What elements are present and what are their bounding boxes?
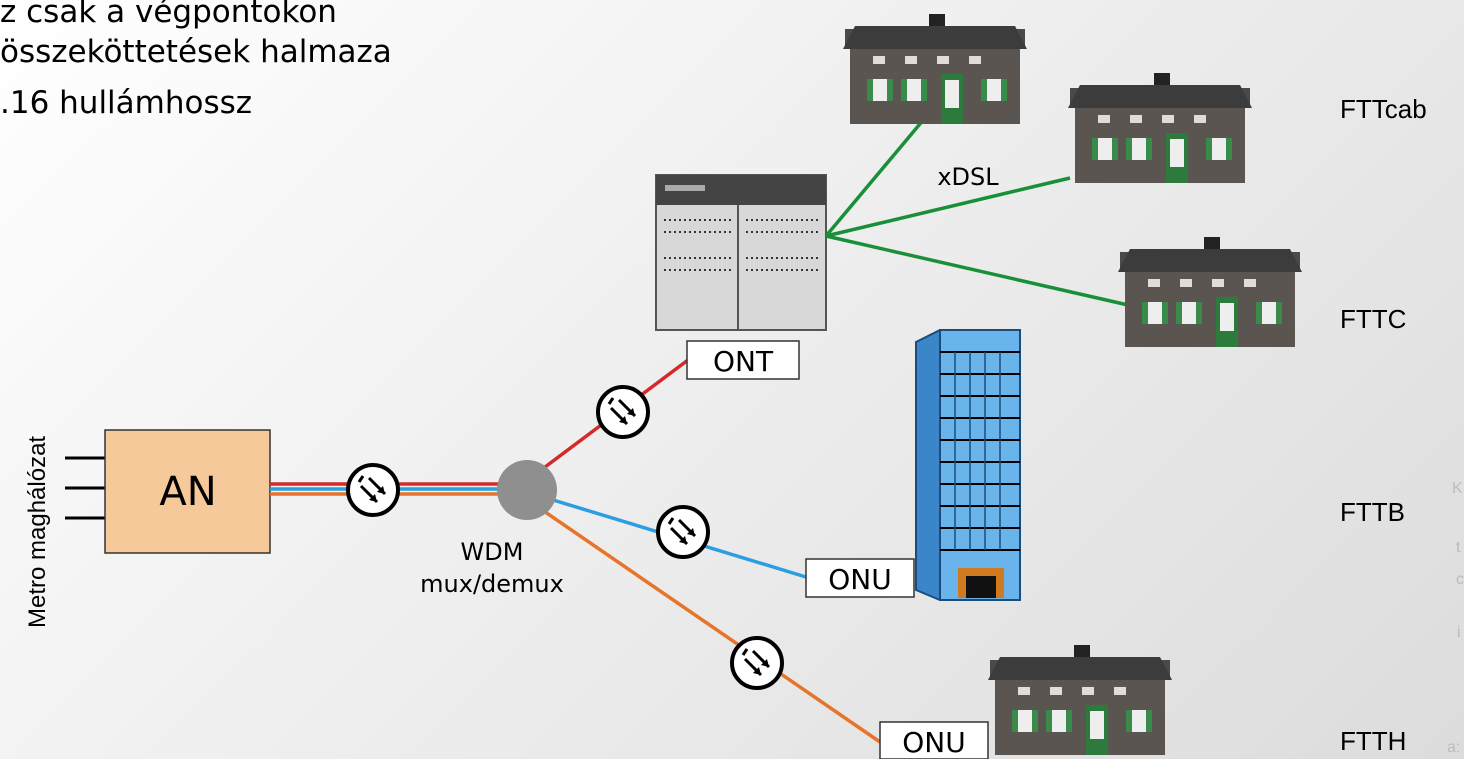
cabinet-icon (655, 174, 827, 331)
wdm-splitter-icon (497, 460, 557, 520)
ont-label: ONT (713, 345, 774, 378)
edge-fragment: K (1452, 480, 1463, 497)
edge-fragment: c (1456, 571, 1464, 588)
edge-fragment: i (1457, 624, 1461, 641)
office-building-icon (915, 329, 1021, 601)
copper-line (825, 176, 1071, 238)
onu-building-label: ONU (828, 563, 891, 596)
fiber-amplifier-icon (346, 463, 400, 517)
wdm-sub-label: mux/demux (420, 570, 564, 598)
onu-building-box (805, 558, 915, 598)
edge-fragment: a: (1447, 739, 1460, 756)
access-node-box (104, 429, 271, 554)
access-node-label: AN (159, 469, 216, 515)
house-icon (1118, 237, 1302, 347)
house-icon (843, 14, 1027, 124)
topology-ftth: FTTH (1340, 726, 1406, 756)
text-line-3: .16 hullámhossz (0, 85, 252, 121)
onu-home-label: ONU (902, 726, 965, 759)
ont-box (686, 340, 800, 380)
text-line-2: összeköttetések halmaza (0, 34, 392, 70)
fiber-amplifier-icon (596, 385, 650, 439)
fiber-amplifier-icon (656, 505, 710, 559)
house-icon (1068, 73, 1252, 183)
metro-network-label: Metro maghálózat (24, 436, 51, 628)
onu-home-box (879, 721, 989, 759)
topology-fttc: FTTC (1340, 304, 1406, 334)
topology-fttb: FTTB (1340, 497, 1405, 527)
copper-line (825, 234, 1129, 307)
text-line-1: z csak a végpontokon (0, 0, 337, 30)
fiber-amplifier-icon (730, 636, 784, 690)
house-icon (988, 645, 1172, 755)
fiber-to-home (534, 503, 881, 744)
edge-fragment: t (1456, 539, 1461, 556)
topology-fttcab: FTTcab (1340, 94, 1427, 124)
xdsl-label: xDSL (937, 163, 999, 191)
wdm-label: WDM (461, 538, 524, 566)
